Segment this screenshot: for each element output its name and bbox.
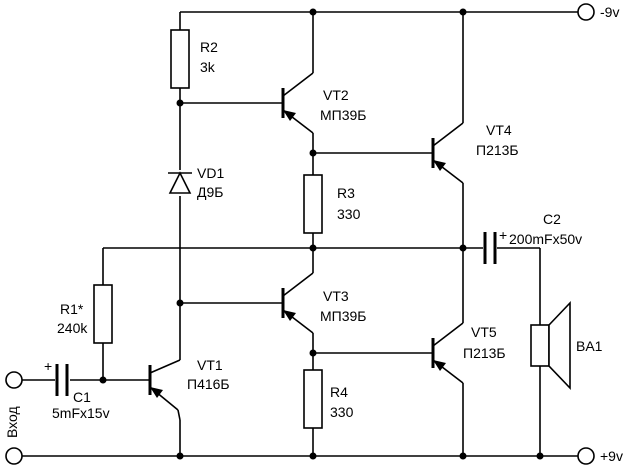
transistor-vt5: VT5 П213Б	[431, 322, 506, 384]
svg-text:C2: C2	[543, 211, 561, 227]
svg-text:VT4: VT4	[486, 122, 512, 138]
svg-text:240k: 240k	[57, 320, 88, 336]
resistor-r3: R3 330	[303, 174, 361, 234]
svg-text:П416Б: П416Б	[187, 376, 230, 392]
svg-text:+9v: +9v	[600, 448, 623, 464]
svg-text:C1: C1	[73, 389, 91, 405]
svg-text:VT5: VT5	[471, 324, 497, 340]
svg-text:Д9Б: Д9Б	[197, 184, 223, 200]
svg-text:VD1: VD1	[197, 165, 224, 181]
transistor-vt4: VT4 П213Б	[431, 122, 519, 184]
svg-text:VT3: VT3	[323, 288, 349, 304]
svg-text:+: +	[44, 358, 52, 374]
svg-text:330: 330	[330, 404, 354, 420]
svg-text:3k: 3k	[200, 59, 216, 75]
transistor-vt3: VT3 МП39Б	[281, 272, 366, 334]
svg-text:VT1: VT1	[197, 357, 223, 373]
neg-supply-terminal: -9v	[577, 3, 619, 21]
input-terminal: Вход	[4, 371, 23, 465]
svg-text:5mFx15v: 5mFx15v	[52, 405, 110, 421]
resistor-r2: R2 3k	[170, 29, 218, 89]
speaker-ba1: BA1	[530, 301, 603, 390]
svg-text:МП39Б: МП39Б	[320, 308, 366, 324]
svg-text:BA1: BA1	[576, 338, 603, 354]
svg-text:VT2: VT2	[323, 87, 349, 103]
resistor-r4: R4 330	[303, 369, 354, 429]
junction-dots	[99, 8, 544, 460]
svg-text:330: 330	[337, 206, 361, 222]
svg-text:МП39Б: МП39Б	[320, 107, 366, 123]
capacitor-c2: + C2 200mFx50v	[483, 211, 582, 264]
svg-text:200mFx50v: 200mFx50v	[509, 231, 582, 247]
resistor-r1: R1* 240k	[57, 284, 113, 344]
svg-text:П213Б: П213Б	[476, 142, 519, 158]
capacitor-c1: + C1 5mFx15v	[44, 358, 110, 421]
transistor-vt2: VT2 МП39Б	[281, 72, 366, 134]
pos-supply-terminal: +9v	[577, 447, 623, 465]
svg-text:R1*: R1*	[60, 301, 84, 317]
svg-text:Вход: Вход	[4, 406, 20, 438]
diode-vd1: VD1 Д9Б	[168, 165, 224, 200]
svg-text:R2: R2	[200, 39, 218, 55]
svg-text:R4: R4	[330, 384, 348, 400]
svg-text:П213Б: П213Б	[463, 345, 506, 361]
svg-text:+: +	[499, 227, 507, 243]
transistor-vt1: VT1 П416Б	[148, 357, 230, 411]
svg-text:R3: R3	[337, 185, 355, 201]
svg-text:-9v: -9v	[600, 4, 619, 20]
